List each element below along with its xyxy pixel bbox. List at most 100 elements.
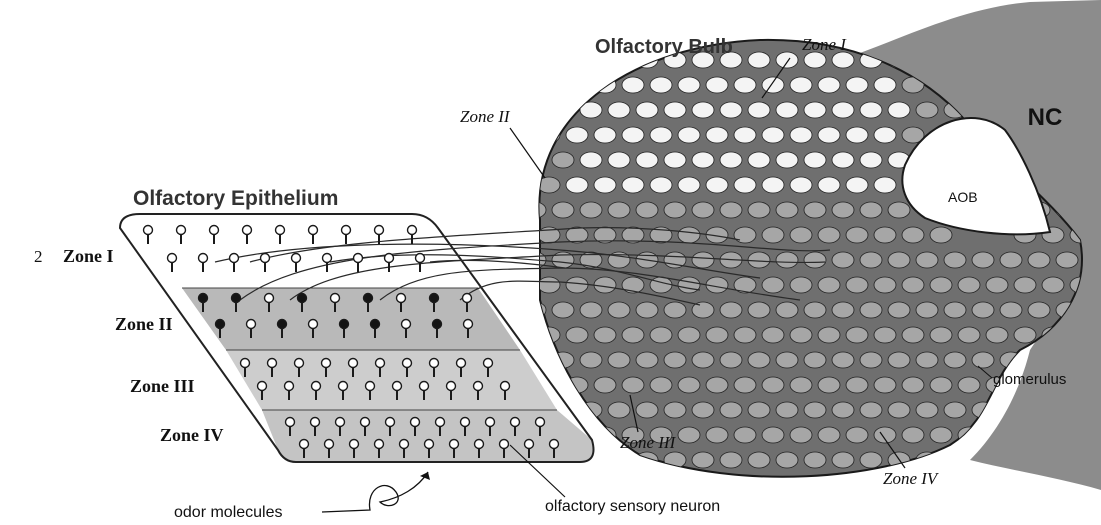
glomerulus (776, 52, 798, 68)
glomerulus (720, 452, 742, 468)
glomerulus (720, 202, 742, 218)
glomerulus (678, 427, 700, 443)
bulb-title: Olfactory Bulb (595, 36, 733, 58)
glomerulus (860, 152, 882, 168)
glomerulus (636, 302, 658, 318)
glomerulus (594, 377, 616, 393)
glomerulus (720, 102, 742, 118)
glomerulus (930, 427, 952, 443)
glomerulus (958, 327, 980, 343)
glomerulus (832, 452, 854, 468)
glomerulus (832, 152, 854, 168)
glomerulus (888, 402, 910, 418)
glomerulus (1000, 352, 1022, 368)
glomerulus (650, 377, 672, 393)
glomerulus (706, 77, 728, 93)
glomerulus (874, 177, 896, 193)
glomerulus (776, 252, 798, 268)
glomerulus (636, 352, 658, 368)
glomerulus (608, 152, 630, 168)
glomerulus (580, 152, 602, 168)
glomerulus (762, 277, 784, 293)
glomerulus (524, 52, 546, 68)
glomerulus (804, 52, 826, 68)
glomerulus (622, 327, 644, 343)
glomerulus (874, 377, 896, 393)
glomerulus (734, 427, 756, 443)
glomerulus (972, 252, 994, 268)
glomerulus (818, 277, 840, 293)
odor-molecules-leader (322, 472, 428, 512)
glomerulus (748, 302, 770, 318)
glomerulus (706, 377, 728, 393)
glomerulus (706, 127, 728, 143)
glomerulus (818, 227, 840, 243)
glomerulus (552, 202, 574, 218)
glomerulus (748, 102, 770, 118)
glomerulus (860, 352, 882, 368)
glomerulus (860, 402, 882, 418)
glomerulus (622, 177, 644, 193)
glomerulus (1014, 277, 1036, 293)
glomerulus (846, 177, 868, 193)
glomerulus (804, 102, 826, 118)
glomerulus (664, 302, 686, 318)
glomerulus (762, 127, 784, 143)
glomerulus (818, 377, 840, 393)
glomerulus (594, 127, 616, 143)
glomerulus (720, 152, 742, 168)
glomerulus (860, 452, 882, 468)
glomerulus (874, 427, 896, 443)
glomerulus (748, 152, 770, 168)
glomerulus (762, 427, 784, 443)
glomerulus (818, 77, 840, 93)
glomerulus (874, 277, 896, 293)
glomerulus (636, 152, 658, 168)
glomerulus (874, 127, 896, 143)
bulb-zone2-label: Zone II (460, 107, 511, 126)
glomerulus (566, 177, 588, 193)
glomerulus (790, 177, 812, 193)
glomerulus (692, 202, 714, 218)
glomerulus (888, 102, 910, 118)
glomerulus (944, 452, 966, 468)
epithelium-title: Olfactory Epithelium (133, 187, 338, 210)
glomerulus (986, 277, 1008, 293)
glomerulus (734, 77, 756, 93)
glomerulus (692, 152, 714, 168)
glomerulus (790, 227, 812, 243)
glomerulus (734, 327, 756, 343)
glomerulus (804, 252, 826, 268)
number-two: 2 (34, 247, 43, 266)
glomerulus (566, 77, 588, 93)
glomerulus (622, 127, 644, 143)
glomerulus (832, 252, 854, 268)
glomerulus (636, 402, 658, 418)
glomerulus (1000, 302, 1022, 318)
glomerulus (692, 352, 714, 368)
glomerulus (678, 377, 700, 393)
glomerulus (608, 402, 630, 418)
glomerulus (524, 152, 546, 168)
glomerulus (846, 327, 868, 343)
glomerulus (692, 252, 714, 268)
glomerulus (874, 227, 896, 243)
glomerulus (748, 452, 770, 468)
glomerulus (916, 102, 938, 118)
epithelium-zone2-label: Zone II (115, 314, 173, 334)
glomerulus (566, 277, 588, 293)
glomerulus (734, 227, 756, 243)
glomerulus (608, 452, 630, 468)
glomerulus (804, 202, 826, 218)
epithelium-zone3-label: Zone III (130, 376, 195, 396)
glomerulus (552, 152, 574, 168)
glomerulus (888, 252, 910, 268)
glomerulus (986, 327, 1008, 343)
glomerulus (762, 377, 784, 393)
glomerulus (1028, 252, 1050, 268)
glomerulus (818, 177, 840, 193)
glomerulus (790, 127, 812, 143)
glomerulus (902, 277, 924, 293)
glomerulus (524, 202, 546, 218)
